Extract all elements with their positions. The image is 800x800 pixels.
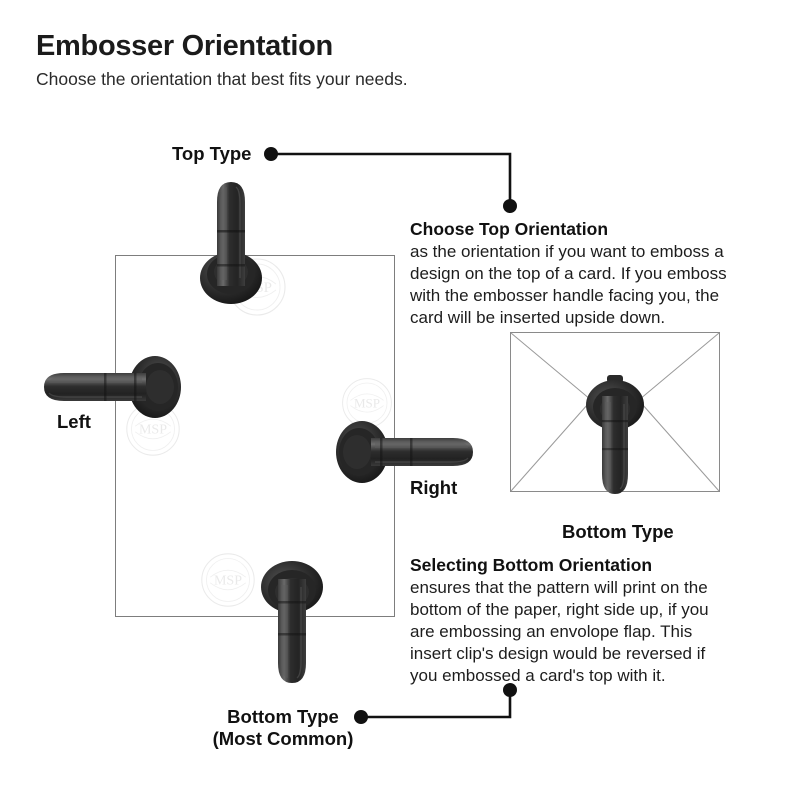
label-bottom-type-main: Bottom Type (Most Common): [204, 706, 362, 750]
svg-text:MSP: MSP: [354, 395, 380, 410]
embosser-envelope-bottom-orientation: [583, 374, 647, 506]
page-title: Embosser Orientation: [36, 30, 333, 62]
leader-line-bottom: [352, 681, 522, 733]
msp-watermark: MSP: [199, 551, 257, 609]
embosser-top-orientation: [196, 168, 266, 308]
label-bottom-type-main-line2: (Most Common): [212, 727, 354, 749]
page-subtitle: Choose the orientation that best fits yo…: [36, 69, 408, 90]
description-bottom-heading: Selecting Bottom Orientation: [410, 555, 653, 575]
label-bottom-type-envelope: Bottom Type: [562, 521, 674, 542]
label-right: Right: [410, 477, 458, 498]
leader-line-top: [262, 144, 522, 220]
label-left: Left: [57, 411, 91, 432]
label-top-type: Top Type: [172, 143, 252, 164]
embosser-right-orientation: [333, 417, 483, 491]
description-top-body: as the orientation if you want to emboss…: [410, 242, 727, 328]
description-top-orientation: Choose Top Orientation as the orientatio…: [410, 219, 730, 329]
description-bottom-body: ensures that the pattern will print on t…: [410, 578, 709, 686]
description-bottom-orientation: Selecting Bottom Orientation ensures tha…: [410, 555, 730, 687]
header: Embosser Orientation Choose the orientat…: [36, 30, 636, 90]
description-top-heading: Choose Top Orientation: [410, 219, 609, 239]
svg-text:MSP: MSP: [214, 573, 242, 589]
embosser-bottom-orientation: [257, 557, 327, 697]
label-bottom-type-main-line1: Bottom Type: [227, 706, 339, 727]
svg-text:MSP: MSP: [139, 422, 167, 438]
embosser-left-orientation: [34, 352, 184, 426]
